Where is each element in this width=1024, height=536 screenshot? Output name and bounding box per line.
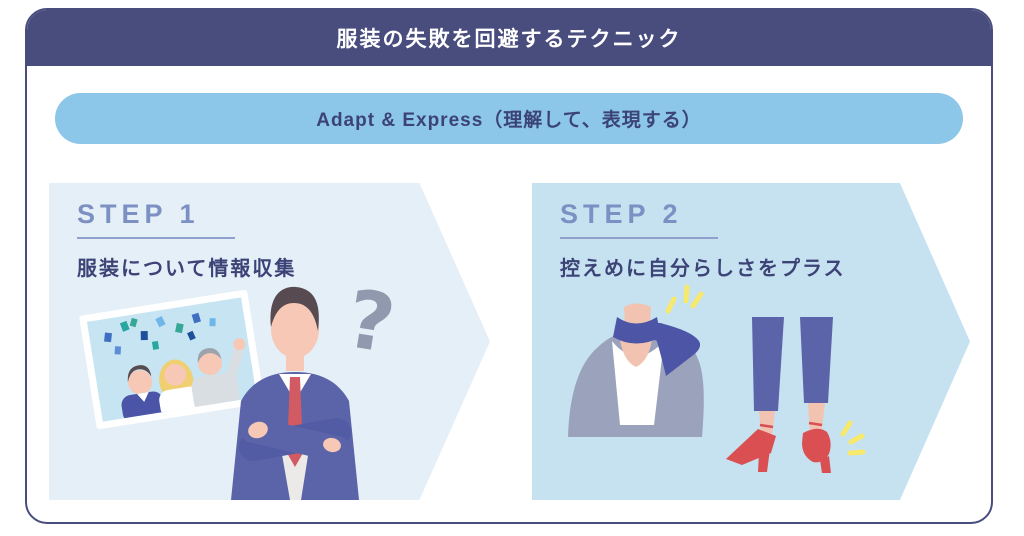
step-1-illustration: ? — [79, 275, 401, 500]
step-2-underline — [560, 237, 718, 239]
page-title: 服装の失敗を回避するテクニック — [336, 28, 682, 51]
group-photo-illustration — [79, 289, 265, 430]
step-2-illustration — [568, 284, 866, 473]
subtitle-pill: Adapt & Express（理解して、表現する） — [55, 93, 963, 144]
step-2-panel: STEP 2 控えめに自分らしさをプラス — [532, 183, 970, 500]
header-bar: 服装の失敗を回避するテクニック — [27, 10, 991, 66]
step-1-description: 服装について情報収集 — [77, 258, 297, 280]
step-2-label: STEP 2 — [560, 199, 683, 229]
sparkle-icon — [665, 284, 704, 314]
step-2-description: 控えめに自分らしさをプラス — [560, 258, 846, 280]
scarf-outfit-illustration — [568, 284, 704, 437]
red-heels-illustration — [726, 317, 866, 473]
infographic-card: 服装の失敗を回避するテクニック Adapt & Express（理解して、表現す… — [25, 8, 993, 524]
question-mark-icon: ? — [341, 275, 401, 371]
step-1-text-block: STEP 1 服装について情報収集 — [77, 197, 296, 281]
step-2-text-block: STEP 2 控えめに自分らしさをプラス — [560, 197, 846, 281]
confetti-icon — [104, 312, 216, 355]
step-1-label: STEP 1 — [77, 199, 200, 229]
step-1-panel: STEP 1 服装について情報収集 — [49, 183, 490, 500]
sparkle-icon — [840, 420, 866, 456]
subtitle-label: Adapt & Express（理解して、表現する） — [316, 110, 702, 131]
thinking-businessman-illustration — [231, 286, 359, 500]
step-1-underline — [77, 237, 235, 239]
